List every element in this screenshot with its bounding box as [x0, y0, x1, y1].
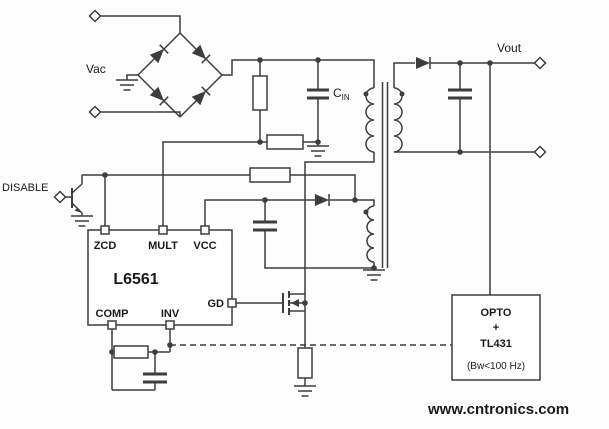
- secondary-winding: [393, 87, 403, 153]
- wire: [204, 199, 315, 226]
- resistor: [252, 75, 268, 111]
- pin-vcc: [200, 225, 210, 235]
- pin-inv: [165, 320, 175, 330]
- wire: [222, 59, 375, 88]
- pin-label-comp: COMP: [96, 308, 129, 320]
- resistor: [297, 347, 313, 379]
- mosfet: [236, 291, 306, 315]
- disable-label: DISABLE: [2, 182, 48, 194]
- resistor: [266, 134, 304, 150]
- cin-label: CIN: [333, 86, 350, 102]
- watermark: www.cntronics.com: [427, 401, 569, 418]
- transformer: [363, 82, 405, 268]
- junction-dots: [102, 57, 493, 355]
- pin-label-mult: MULT: [148, 240, 178, 252]
- primary-winding: [365, 87, 375, 153]
- wire: [393, 62, 415, 88]
- pin-label-vcc: VCC: [193, 240, 216, 252]
- pin-label-inv: INV: [161, 308, 180, 320]
- pin-zcd: [100, 225, 110, 235]
- aux-winding: [366, 205, 375, 263]
- phase-dot: [363, 209, 369, 215]
- pin-gd: [227, 298, 237, 308]
- wire: [290, 174, 356, 200]
- resistor: [249, 167, 291, 183]
- schematic-labels: Vac DISABLE CIN Vout ZCD MULT VCC L6561 …: [2, 41, 569, 418]
- emitter-arrow: [74, 208, 82, 213]
- wire: [95, 111, 181, 117]
- capacitor-output: [448, 63, 472, 152]
- body-arrow: [291, 299, 299, 307]
- opto-line1: OPTO: [481, 307, 512, 319]
- resistor: [113, 345, 149, 359]
- pin-comp: [107, 320, 117, 330]
- vac-label: Vac: [86, 62, 106, 76]
- wire: [329, 199, 375, 206]
- vout-label: Vout: [497, 41, 522, 55]
- bridge-rectifier: [137, 32, 223, 118]
- opto-feedback-block: [451, 294, 541, 381]
- capacitor-vcc: [253, 200, 374, 269]
- ic-l6561: [87, 225, 237, 330]
- phase-dot: [399, 91, 405, 97]
- wire: [304, 152, 375, 294]
- pin-mult: [158, 225, 168, 235]
- compensation-network: [111, 329, 171, 391]
- wire: [95, 15, 181, 33]
- opto-line4: (Bw<100 Hz): [467, 361, 525, 372]
- pin-label-gd: GD: [208, 298, 225, 310]
- wire: [126, 74, 138, 80]
- capacitor-cin: [307, 60, 329, 146]
- opto-line3: TL431: [480, 338, 512, 350]
- ic-part-label: L6561: [113, 271, 158, 288]
- disable-transistor: [53, 175, 94, 227]
- wire: [162, 141, 260, 226]
- pin-label-zcd: ZCD: [94, 240, 117, 252]
- opto-line2: +: [493, 322, 499, 334]
- phase-dot: [363, 91, 369, 97]
- schematic-lines: [53, 9, 547, 397]
